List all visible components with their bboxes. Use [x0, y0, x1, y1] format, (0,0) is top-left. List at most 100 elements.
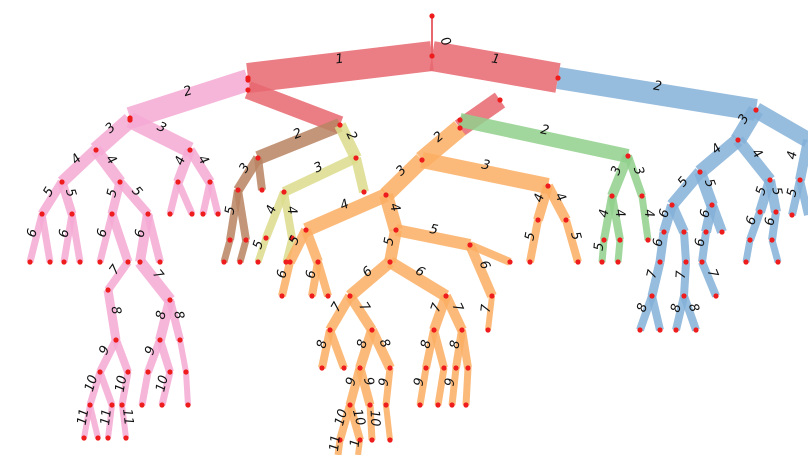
- tree-edge: [220, 239, 234, 263]
- tree-edge: [325, 293, 355, 333]
- tree-edge: [206, 181, 222, 215]
- tree-node: [367, 402, 373, 408]
- tree-edge: [698, 231, 710, 263]
- tree-edge: [234, 189, 250, 241]
- tree-node: [563, 217, 569, 223]
- tree-edge: [90, 114, 136, 156]
- tree-node: [387, 365, 393, 371]
- edge-label: 8: [418, 339, 434, 350]
- tree-node: [639, 193, 645, 199]
- tree-node: [145, 369, 151, 375]
- tree-node: [215, 211, 221, 217]
- tree-edge: [680, 294, 700, 332]
- tree-edge: [420, 152, 550, 194]
- tree-node: [703, 229, 709, 235]
- tree-node: [243, 237, 249, 243]
- edge-label: 6: [274, 268, 290, 279]
- tree-node: [237, 259, 243, 265]
- tree-node: [747, 237, 753, 243]
- tree-node: [457, 125, 463, 131]
- tree-edge: [768, 211, 780, 241]
- tree-node: [485, 327, 491, 333]
- tree-node: [465, 365, 471, 371]
- tree-node: [699, 259, 705, 265]
- tree-node: [443, 293, 449, 299]
- tree-edge: [107, 180, 125, 216]
- tree-edge: [458, 113, 630, 163]
- tree-node: [383, 192, 389, 198]
- tree-node: [109, 211, 115, 217]
- tree-edge: [116, 179, 152, 217]
- tree-node: [599, 259, 605, 265]
- tree-edge: [255, 118, 343, 165]
- edge-label: 9: [343, 376, 360, 388]
- tree-edge: [158, 371, 174, 406]
- tree-edge: [144, 213, 164, 263]
- edge-label: 5: [428, 222, 439, 238]
- tree-node: [743, 259, 749, 265]
- tree-node: [441, 365, 447, 371]
- tree-edge: [707, 203, 727, 234]
- tree-node: [527, 259, 533, 265]
- tree-edge: [126, 112, 194, 158]
- edge-label: 5: [381, 236, 397, 247]
- tree-edge: [118, 371, 132, 406]
- edge-label: 9: [377, 377, 393, 387]
- tree-node: [507, 259, 513, 265]
- tree-edge: [386, 256, 450, 302]
- tree-node: [459, 327, 465, 333]
- edge-label: 10: [82, 373, 101, 393]
- edge-label: 1: [335, 52, 345, 68]
- edge-label: 8: [447, 339, 463, 350]
- tree-node: [419, 157, 425, 163]
- tree-node: [463, 402, 469, 408]
- tree-node: [545, 183, 551, 189]
- edge-label: 2: [652, 78, 663, 94]
- tree-edge: [278, 261, 294, 297]
- tree-node: [353, 155, 359, 161]
- tree-edge: [301, 228, 323, 264]
- tree-edge: [57, 145, 101, 187]
- tree-node: [337, 437, 343, 443]
- edge-label: 10: [349, 408, 368, 428]
- tree-edge: [694, 169, 718, 208]
- tree-node: [159, 402, 165, 408]
- tree-node: [125, 369, 131, 375]
- tree-edge: [104, 259, 132, 293]
- tree-node: [167, 211, 173, 217]
- edge-label: 6: [656, 207, 673, 219]
- tree-edge: [346, 257, 394, 301]
- edge-label: 6: [763, 216, 779, 226]
- edge-label: 11: [327, 434, 344, 452]
- tree-node: [123, 435, 129, 441]
- tree-node: [393, 227, 399, 233]
- tree-edge: [254, 236, 270, 264]
- tree-node: [369, 437, 375, 443]
- tree-node: [489, 293, 495, 299]
- tree-edge: [752, 103, 808, 147]
- tree-node: [139, 402, 145, 408]
- edge-label: 3: [480, 157, 491, 173]
- tree-edge: [183, 371, 191, 406]
- tree-node: [200, 211, 206, 217]
- edge-label: 5: [592, 242, 608, 252]
- tree-node: [681, 229, 687, 235]
- tree-edge: [462, 367, 472, 406]
- tree-node: [357, 437, 363, 443]
- tree-node: [757, 209, 763, 215]
- tree-edge: [382, 367, 394, 406]
- edge-label: 4: [640, 208, 656, 218]
- tree-edge: [746, 210, 764, 242]
- tree-node: [281, 189, 287, 195]
- tree-node: [59, 179, 65, 185]
- tree-edge: [351, 156, 369, 194]
- tree-edge: [314, 260, 332, 298]
- tree-node: [93, 147, 99, 153]
- tree-node: [183, 369, 189, 375]
- tree-edge: [38, 179, 66, 217]
- tree-node: [467, 242, 473, 248]
- tree-edge: [244, 81, 344, 134]
- tree-edges: [26, 16, 808, 455]
- tree-node: [289, 235, 295, 241]
- edge-label: 6: [132, 228, 148, 239]
